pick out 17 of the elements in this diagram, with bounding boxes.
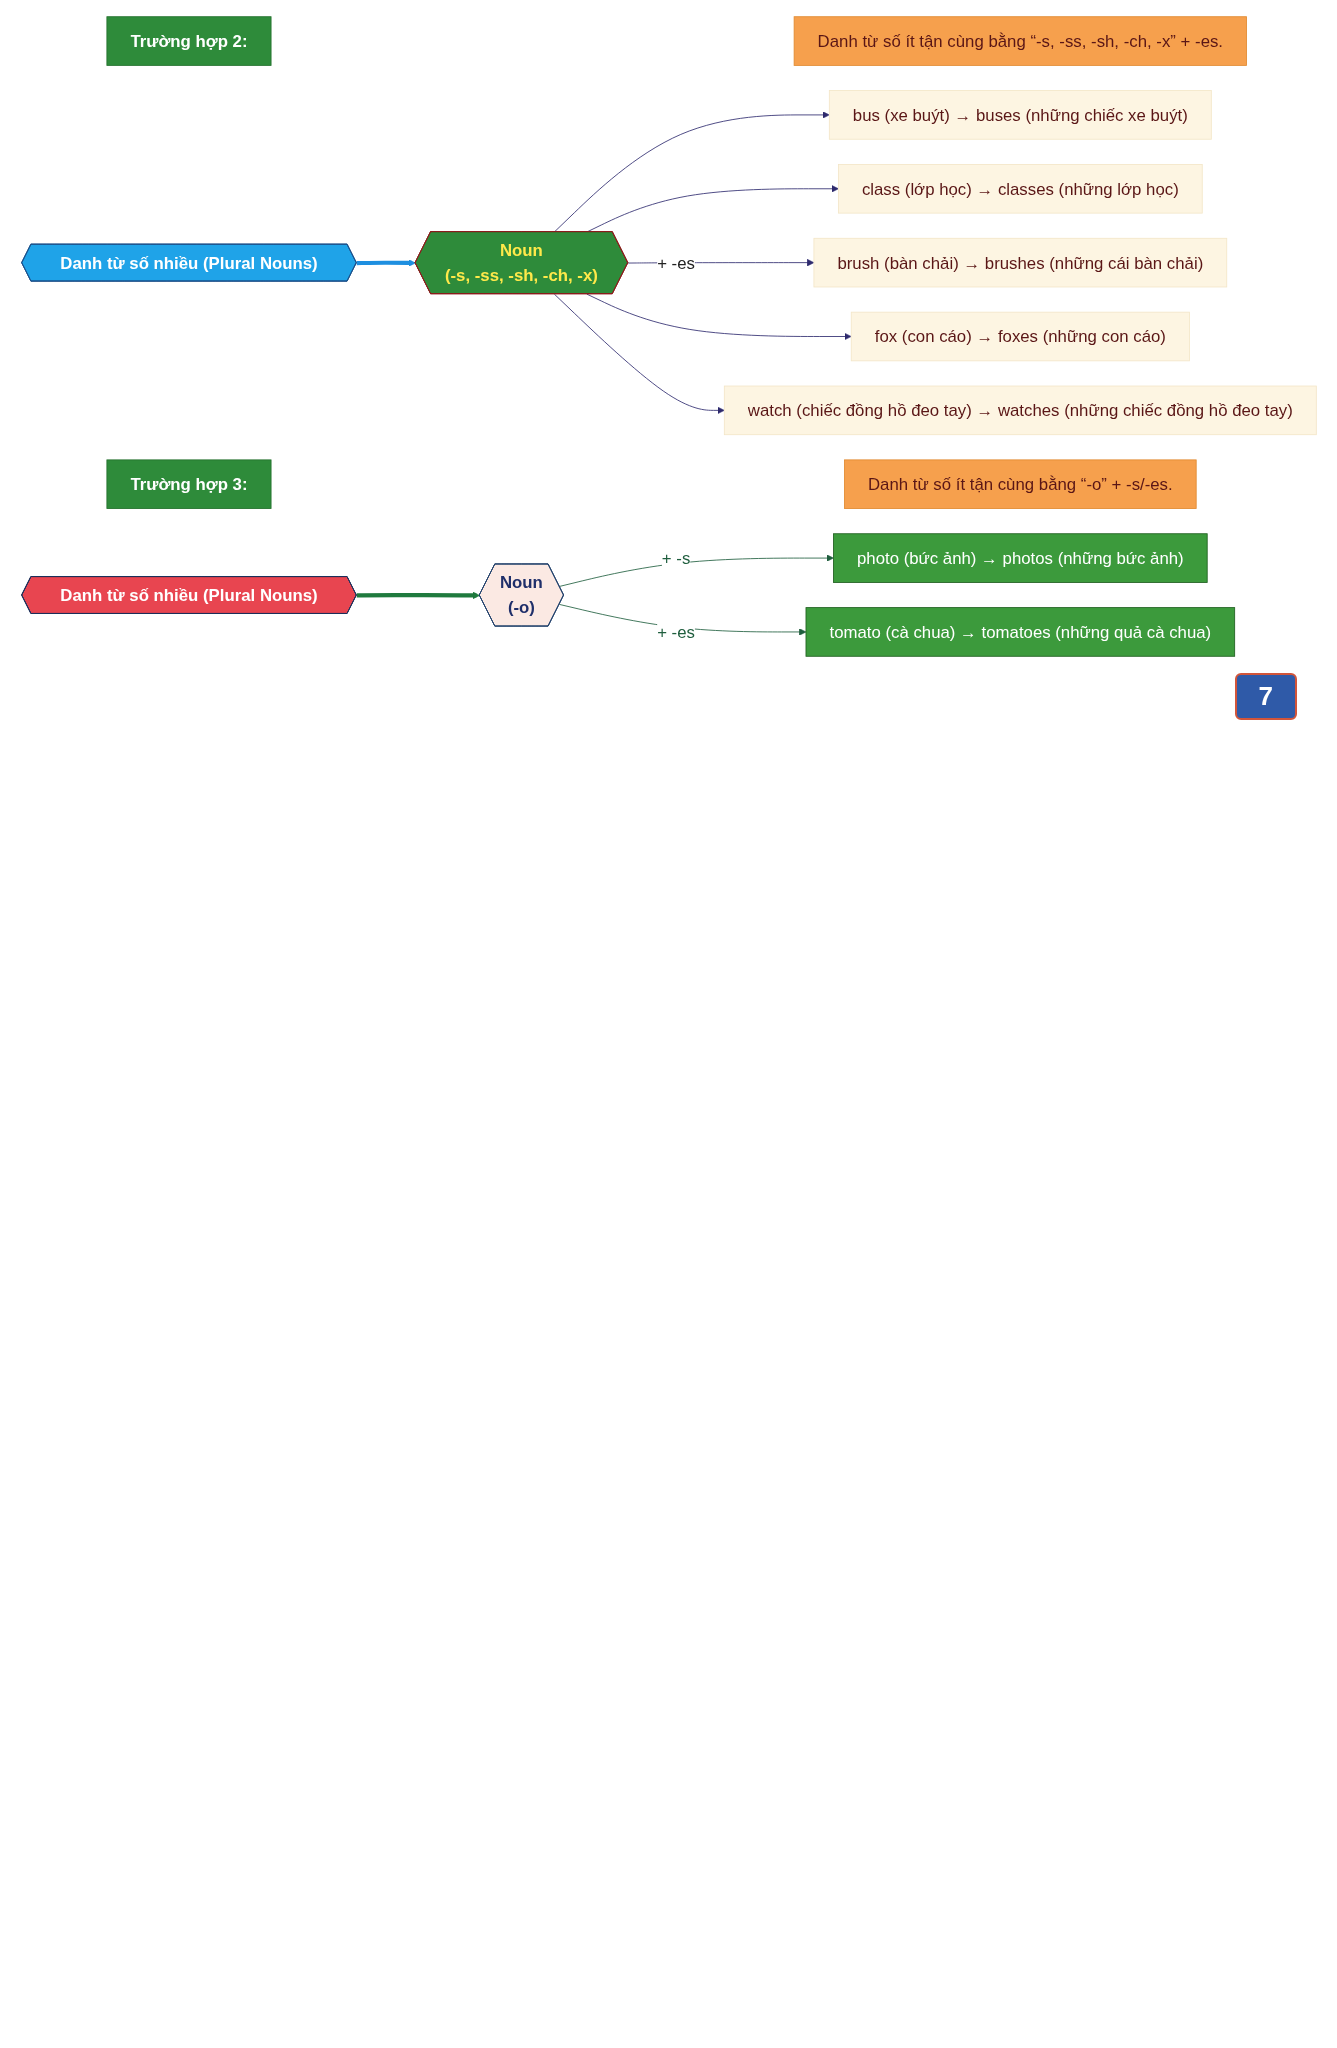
node-box: bus (xe buýt) → buses (những chiếc xe buýt) [828,90,1212,140]
node-box: watch (chiếc đồng hồ đeo tay) → watches (những chiếc đồng hồ đeo tay) [723,385,1317,436]
node-box: Danh từ số ít tận cùng bằng “-s, -ss, -sh, -ch, -x” + -es. [793,16,1247,66]
node-box: tomato (cà chua) → tomatoes (những quả cà chua) [805,607,1235,657]
node-box: Danh từ số ít tận cùng bằng “-o” + -s/-es. [843,459,1197,509]
edge-label: + -s [661,548,690,568]
arrow [356,259,416,267]
node-box: fox (con cáo) → foxes (những con cáo) [850,311,1190,362]
node-box: Trường hợp 3: [105,459,271,509]
node-box: Trường hợp 2: [105,16,271,66]
node-box: class (lớp học) → classes (những lớp học) [837,164,1203,214]
page-number: 7 [1234,673,1297,720]
arrow [356,591,480,600]
edge-label: + -es [656,622,695,642]
node-box: photo (bức ảnh) → photos (những bức ảnh) [832,533,1208,583]
node-box: brush (bàn chải) → brushes (những cái bàn chải) [813,237,1227,288]
edge-label: + -es [656,253,695,272]
